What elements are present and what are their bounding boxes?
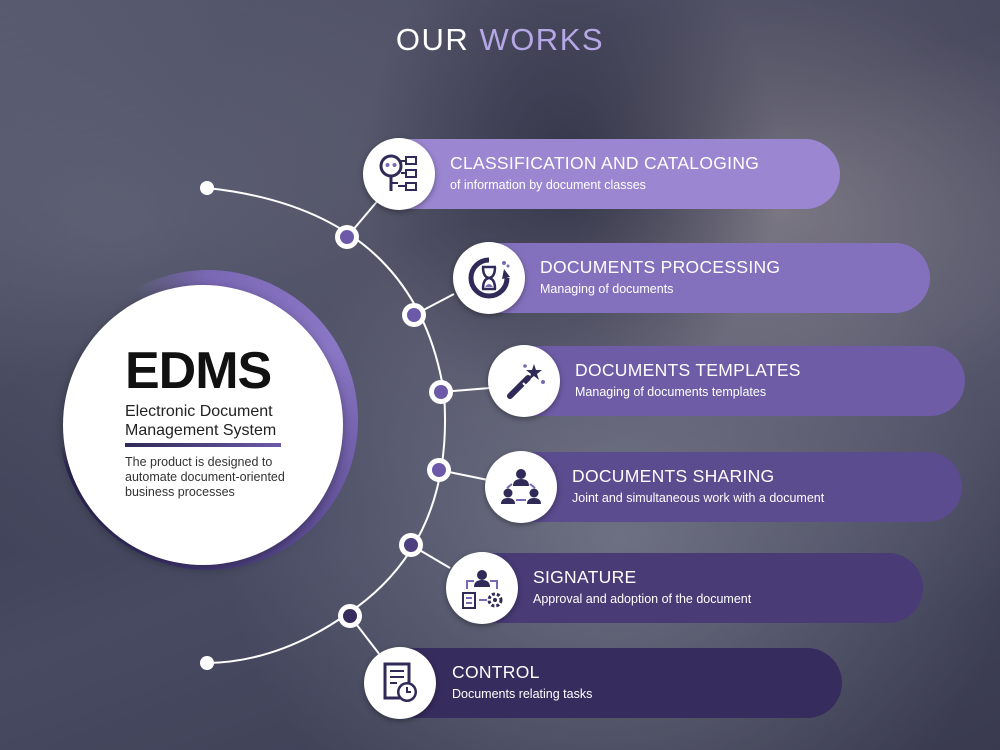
edms-subtitle: Electronic Document Management System	[125, 403, 277, 439]
item-documents-sharing[interactable]: DOCUMENTS SHARING Joint and simultaneous…	[494, 452, 962, 522]
item-title: DOCUMENTS PROCESSING	[540, 257, 781, 277]
hourglass-icon	[453, 242, 525, 314]
classification-icon	[363, 138, 435, 210]
item-title: SIGNATURE	[533, 567, 637, 587]
arc-endpoint-bottom	[200, 656, 214, 670]
item-documents-processing[interactable]: DOCUMENTS PROCESSING Managing of documen…	[462, 243, 930, 313]
title-part-1: OUR	[395, 22, 470, 57]
edms-divider	[125, 443, 281, 447]
item-title: CLASSIFICATION AND CATALOGING	[450, 153, 760, 173]
magic-wand-icon	[488, 345, 560, 417]
signature-approval-icon	[446, 552, 518, 624]
task-clock-icon	[364, 647, 436, 719]
item-documents-templates[interactable]: DOCUMENTS TEMPLATES Managing of document…	[497, 346, 965, 416]
arc-endpoint-top	[200, 181, 214, 195]
item-signature[interactable]: SIGNATURE Approval and adoption of the d…	[455, 553, 923, 623]
edms-description: The product is designed to automate docu…	[125, 455, 285, 499]
edms-title: EDMS	[125, 342, 272, 400]
item-description: Managing of documents templates	[575, 385, 767, 399]
item-description: Managing of documents	[540, 282, 674, 296]
item-description: Documents relating tasks	[452, 687, 593, 701]
connector-node-1	[335, 225, 359, 249]
team-sharing-icon	[485, 451, 557, 523]
connector-node-2	[402, 303, 426, 327]
edms-circle: EDMS Electronic Document Management Syst…	[63, 285, 343, 565]
item-title: CONTROL	[452, 662, 540, 682]
item-title: DOCUMENTS TEMPLATES	[575, 360, 801, 380]
connector-node-6	[338, 604, 362, 628]
page-title: OUR WORKS	[0, 22, 1000, 58]
item-description: Joint and simultaneous work with a docum…	[572, 491, 825, 505]
connector-node-3	[429, 380, 453, 404]
item-description: Approval and adoption of the document	[533, 592, 752, 606]
item-description: of information by document classes	[450, 178, 646, 192]
title-part-2: WORKS	[479, 22, 605, 57]
connector-node-4	[427, 458, 451, 482]
item-title: DOCUMENTS SHARING	[572, 466, 775, 486]
item-classification[interactable]: CLASSIFICATION AND CATALOGING of informa…	[372, 139, 840, 209]
connector-node-5	[399, 533, 423, 557]
item-control[interactable]: CONTROL Documents relating tasks	[374, 648, 842, 718]
